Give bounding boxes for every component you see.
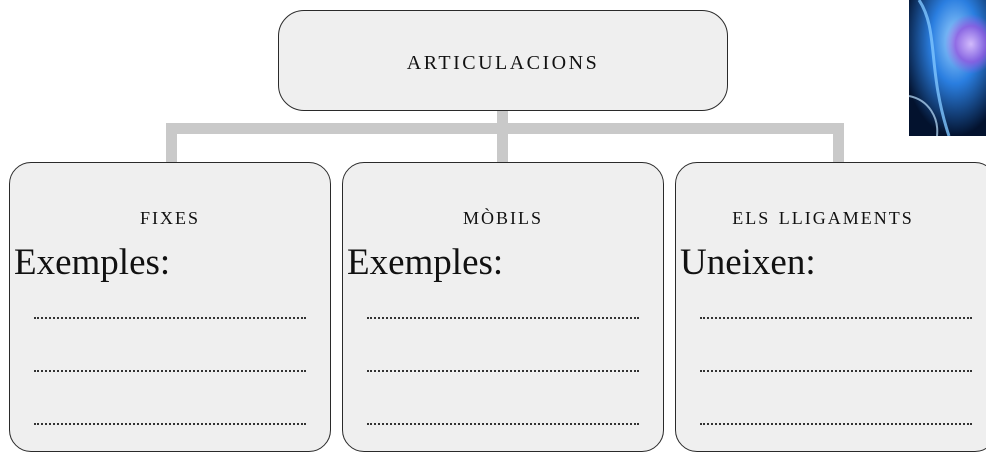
child-node-title: MÒBILS xyxy=(462,201,543,230)
child-node-mobils: MÒBILS Exemples: xyxy=(342,162,664,452)
blank-line[interactable] xyxy=(700,423,972,425)
root-node-articulacions: ARTICULACIONS xyxy=(278,10,728,111)
child-node-fixes: FIXES Exemples: xyxy=(9,162,331,452)
blank-line[interactable] xyxy=(367,317,639,319)
child-node-title: FIXES xyxy=(139,201,200,230)
child-node-lligaments: ELS LLIGAMENTS Uneixen: xyxy=(675,162,986,452)
root-node-label: ARTICULACIONS xyxy=(406,44,600,76)
connector-root-stem xyxy=(497,111,508,129)
connector-drop-fixes xyxy=(166,123,177,162)
blank-line[interactable] xyxy=(34,370,306,372)
blank-line[interactable] xyxy=(367,423,639,425)
child-node-subtitle: Exemples: xyxy=(14,242,171,283)
connector-drop-lligaments xyxy=(833,123,844,162)
blank-line[interactable] xyxy=(34,317,306,319)
blank-line[interactable] xyxy=(700,317,972,319)
child-node-title: ELS LLIGAMENTS xyxy=(732,201,914,230)
blank-line[interactable] xyxy=(367,370,639,372)
child-node-subtitle: Exemples: xyxy=(347,242,504,283)
blank-line[interactable] xyxy=(34,423,306,425)
blank-line[interactable] xyxy=(700,370,972,372)
anatomy-xray-image xyxy=(909,0,986,136)
connector-drop-mobils xyxy=(497,123,508,162)
anatomy-xray-icon xyxy=(909,0,986,136)
child-node-subtitle: Uneixen: xyxy=(680,242,816,283)
